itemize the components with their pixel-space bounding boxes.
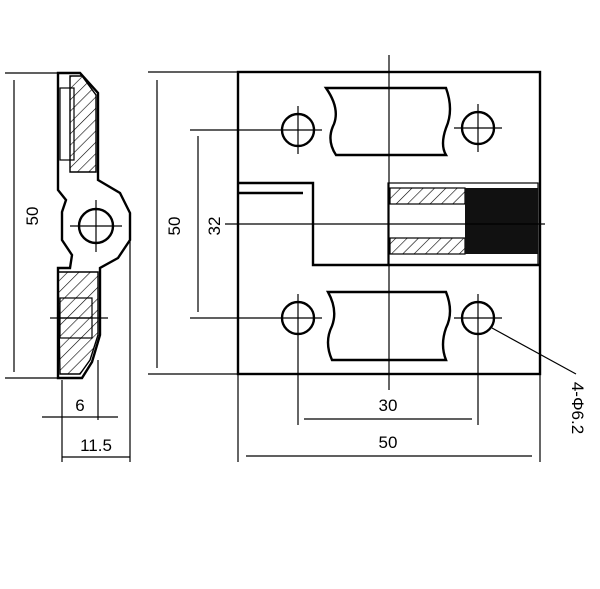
hole-spacing-horizontal-label: 30 — [379, 396, 398, 415]
side-thickness-total-label: 11.5 — [80, 436, 112, 455]
front-hole-bottom-left — [190, 294, 322, 425]
side-thickness-small-label: 6 — [75, 396, 84, 415]
side-top-hatch — [69, 75, 97, 173]
side-view: 50 6 11.5 — [5, 71, 132, 462]
side-view-outline — [56, 71, 132, 380]
front-hole-top-left — [190, 106, 322, 154]
front-slot-bottom — [325, 290, 452, 362]
front-pin-hatch-top — [389, 187, 466, 205]
front-pin-core — [465, 188, 538, 254]
hole-spacing-vertical-label: 32 — [205, 217, 224, 236]
side-height-label: 50 — [23, 207, 42, 226]
front-view: 50 32 30 50 4-Φ6.2 — [148, 55, 587, 462]
side-top-slot — [59, 87, 75, 161]
front-hole-bottom-right — [454, 294, 502, 425]
hole-callout-label: 4-Φ6.2 — [568, 382, 587, 434]
front-width-label: 50 — [379, 433, 398, 452]
front-height-label: 50 — [165, 217, 184, 236]
front-hole-top-right — [454, 104, 502, 152]
front-slot-top — [323, 86, 452, 157]
hole-callout-leader — [491, 327, 577, 375]
front-pin-hatch-bottom — [389, 237, 466, 255]
